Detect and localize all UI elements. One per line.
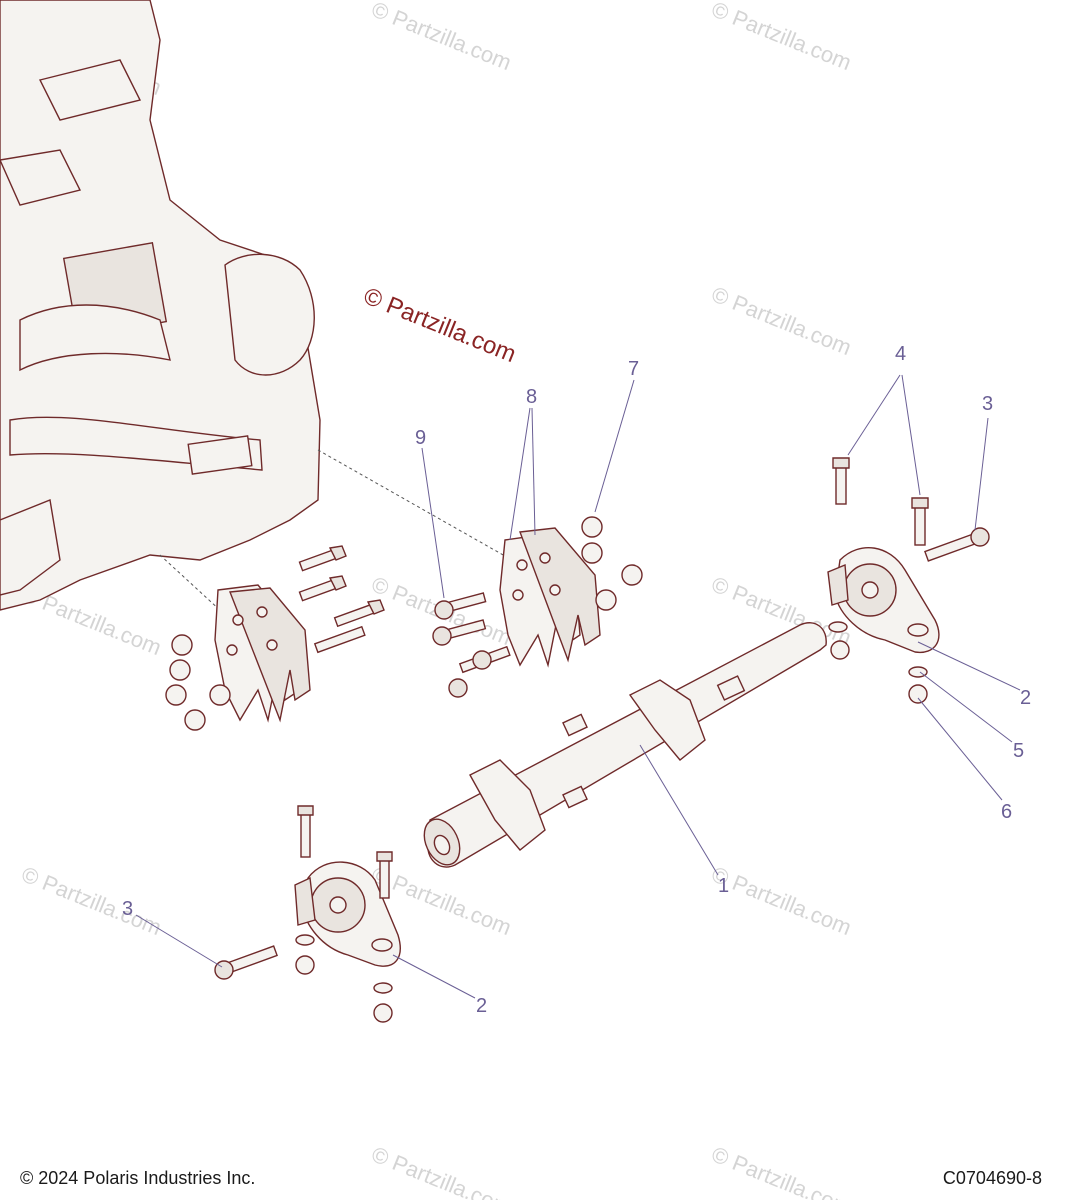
mount-left <box>294 861 401 967</box>
bracket-nuts-left <box>165 634 231 731</box>
callout-8: 8 <box>526 386 537 408</box>
crossmember-tube <box>423 622 827 868</box>
mount-left-bolts <box>297 805 393 899</box>
mount-right <box>827 546 940 654</box>
copyright-text: © 2024 Polaris Industries Inc. <box>20 1168 256 1188</box>
bolts-item-9 <box>432 592 511 698</box>
engine-bracket-left <box>214 584 311 723</box>
watermark-main: © Partzilla.com <box>360 283 520 369</box>
alignment-line <box>317 449 513 561</box>
engine-block <box>0 0 321 611</box>
alignment-line <box>159 554 223 613</box>
leader-lines <box>135 374 1021 999</box>
watermark: © Partzilla.com <box>708 861 855 940</box>
callout-3-left: 3 <box>122 898 133 920</box>
callout-4: 4 <box>895 343 906 365</box>
callout-labels: 1 2 2 3 3 4 5 6 7 8 9 <box>122 343 1031 1017</box>
nuts-item-7 <box>581 516 643 611</box>
watermark: © Partzilla.com <box>18 861 165 940</box>
watermark: © Partzilla.com <box>708 281 855 360</box>
watermark: © Partzilla.com <box>708 1141 855 1200</box>
watermark: © Partzilla.com <box>368 0 515 75</box>
bolts-item-4 <box>832 457 929 546</box>
callout-5: 5 <box>1013 740 1024 762</box>
callout-1: 1 <box>718 875 729 897</box>
diagram-code: C0704690-8 <box>942 1168 1042 1188</box>
engine-bracket-right <box>499 527 601 668</box>
callout-2-left: 2 <box>476 995 487 1017</box>
watermark: © Partzilla.com <box>368 1141 515 1200</box>
bolt-item-3-right <box>924 527 990 562</box>
callout-7: 7 <box>628 358 639 380</box>
washers-nuts-left <box>295 934 393 1023</box>
callout-3-right: 3 <box>982 393 993 415</box>
bolt-item-3-left <box>214 945 278 980</box>
bracket-bolts-left <box>298 545 385 654</box>
callout-6: 6 <box>1001 801 1012 823</box>
watermark: © Partzilla.com <box>708 0 855 75</box>
callout-2-right: 2 <box>1020 687 1031 709</box>
callout-9: 9 <box>415 427 426 449</box>
